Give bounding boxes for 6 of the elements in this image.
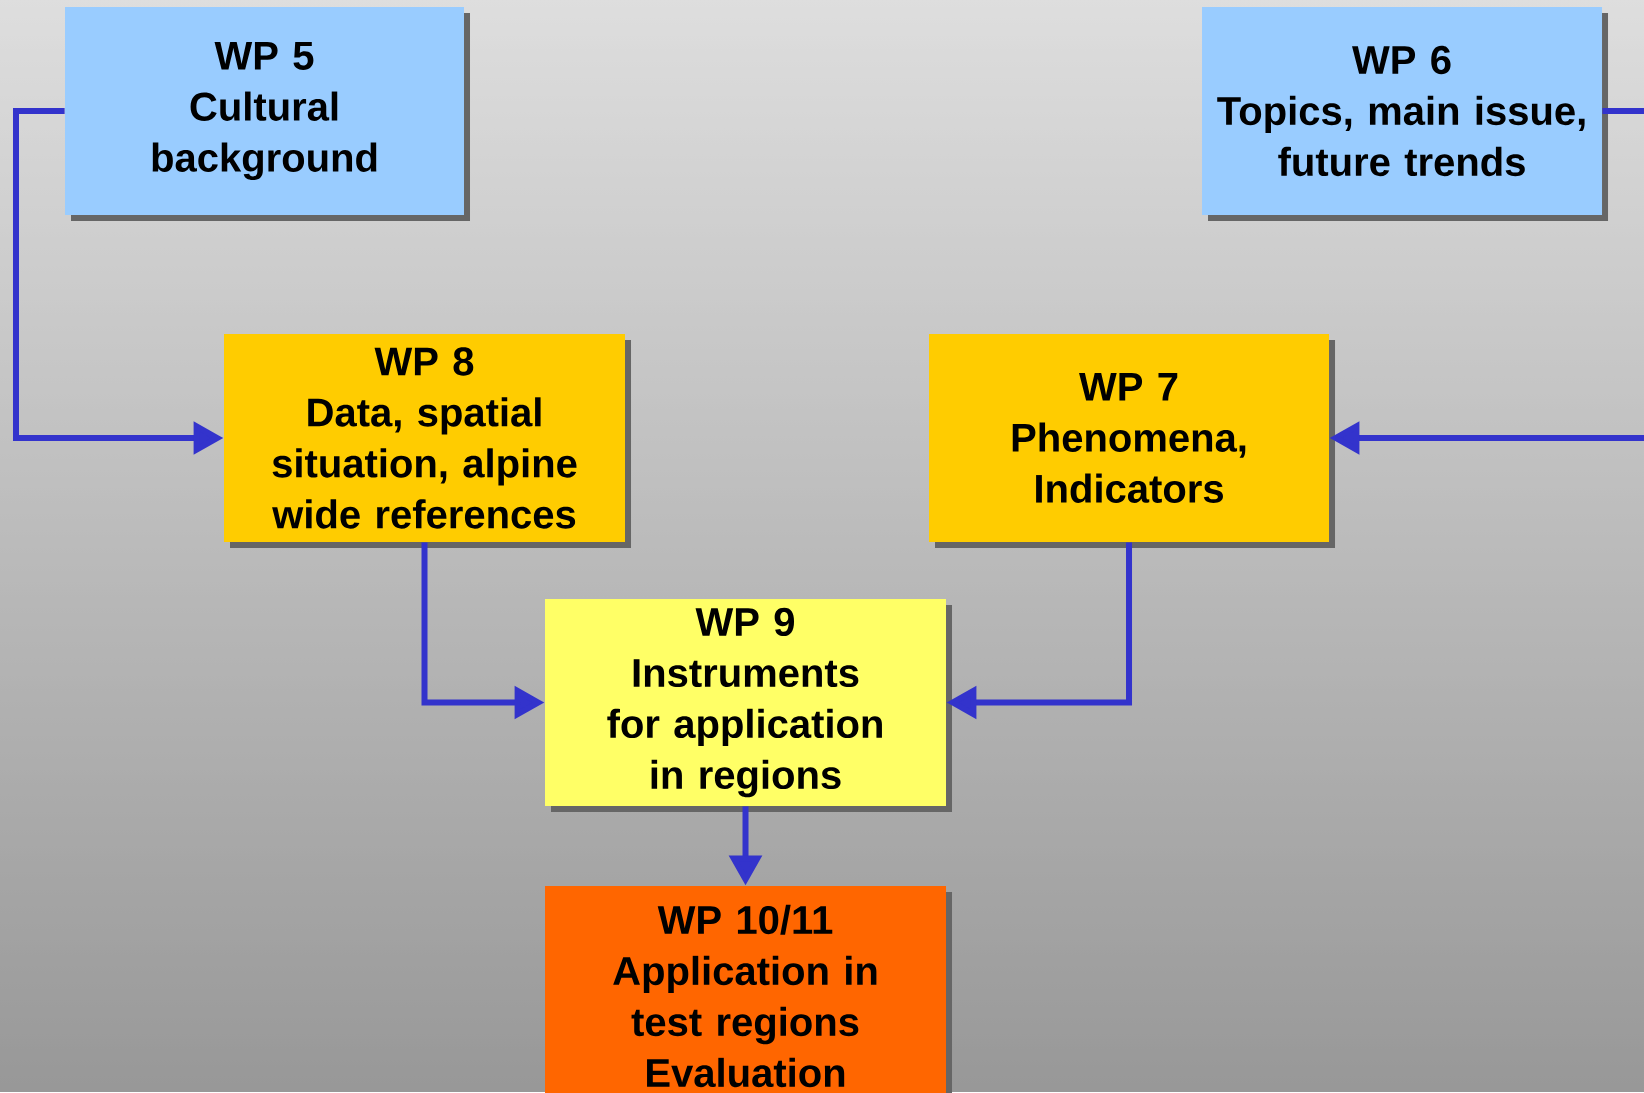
work-package-box: WP 9 Instruments for application in regions [545, 599, 952, 812]
work-package-box: WP 7 Phenomena, Indicators [929, 334, 1335, 548]
work-package-box: WP 8 Data, spatial situation, alpine wide references [224, 334, 631, 548]
work-package-box: WP 6 Topics, main issue, future trends [1202, 7, 1608, 221]
work-package-box: WP 5 Cultural background [65, 7, 470, 221]
work-package-box: WP 10/11 Application in test regions Evaluation [545, 886, 952, 1093]
